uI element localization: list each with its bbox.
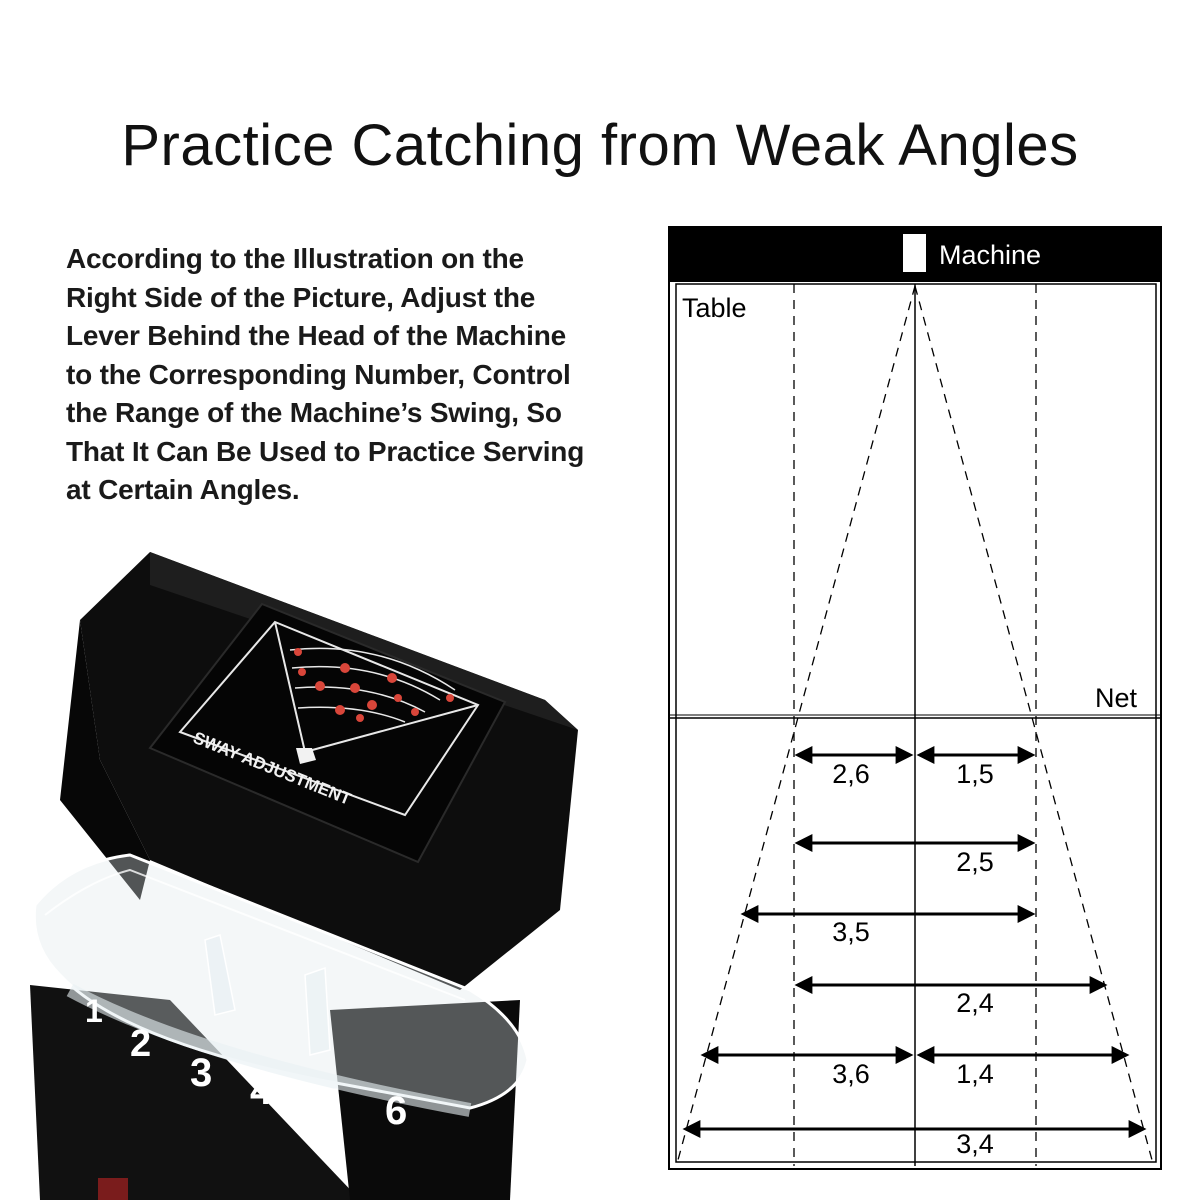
description-line: Lever Behind the Head of the Machine bbox=[66, 320, 566, 351]
description-line: According to the Illustration on the bbox=[66, 243, 524, 274]
machine-label: Machine bbox=[939, 240, 1041, 270]
machine-marker bbox=[903, 234, 926, 272]
setting-label: 3,5 bbox=[832, 917, 870, 947]
dial-number: 1 bbox=[85, 993, 103, 1029]
dial-number: 2 bbox=[130, 1023, 151, 1065]
table-label: Table bbox=[682, 293, 747, 323]
description-text: According to the Illustration on the Rig… bbox=[66, 240, 586, 510]
description-line: the Range of the Machine’s Swing, So bbox=[66, 397, 562, 428]
machine-head-illustration: SWAY ADJUSTMENT 1 2 3 4 5 6 bbox=[30, 552, 578, 1200]
setting-label: 2,4 bbox=[956, 988, 994, 1018]
description-line: at Certain Angles. bbox=[66, 474, 300, 505]
setting-label: 2,6 bbox=[832, 759, 870, 789]
swing-dial[interactable]: 1 2 3 4 5 6 bbox=[32, 853, 530, 1133]
setting-label: 1,5 bbox=[956, 759, 994, 789]
description-line: That It Can Be Used to Practice Serving bbox=[66, 435, 585, 467]
net-label: Net bbox=[1095, 683, 1138, 713]
swing-limit-left bbox=[677, 285, 916, 1161]
dial-number: 6 bbox=[385, 1089, 407, 1133]
description-line: to the Corresponding Number, Control bbox=[66, 358, 571, 390]
dial-number: 5 bbox=[318, 1081, 340, 1125]
setting-label: 3,6 bbox=[832, 1059, 870, 1089]
setting-label: 2,5 bbox=[956, 847, 994, 877]
description-line: Right Side of the Picture, Adjust the bbox=[66, 281, 536, 313]
machine-body bbox=[30, 985, 360, 1200]
dial-number: 3 bbox=[190, 1051, 212, 1095]
setting-label: 3,4 bbox=[956, 1129, 994, 1159]
table-outline bbox=[675, 283, 1157, 1163]
swing-limit-right bbox=[914, 285, 1153, 1161]
sway-adjustment-panel: SWAY ADJUSTMENT bbox=[148, 602, 507, 864]
setting-label: 1,4 bbox=[956, 1059, 994, 1089]
page-title: Practice Catching from Weak Angles bbox=[121, 113, 1079, 178]
dial-number: 4 bbox=[250, 1069, 273, 1113]
